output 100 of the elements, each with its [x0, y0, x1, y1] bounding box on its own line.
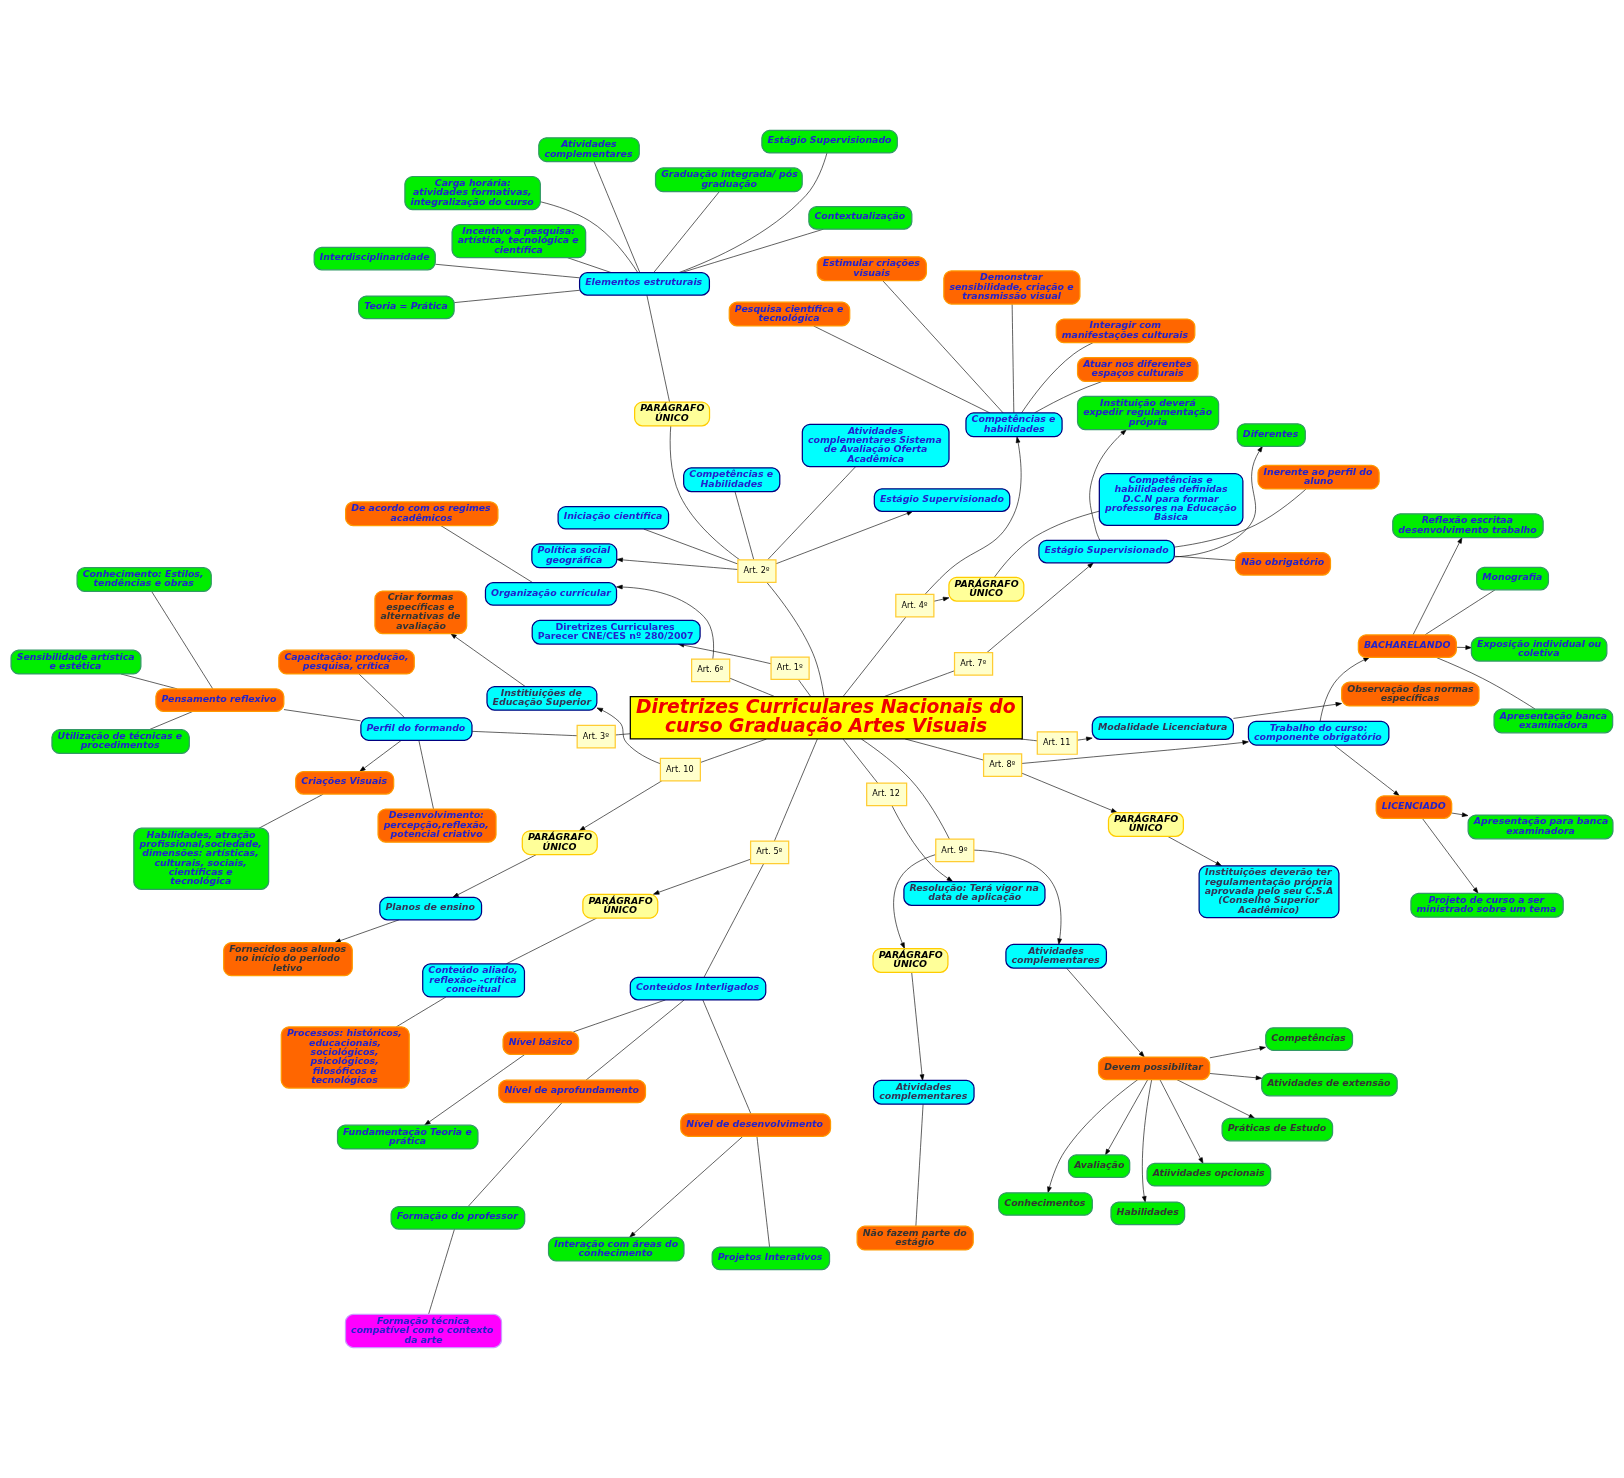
connector: [1020, 738, 1038, 742]
node-box: Nível de aprofundamento: [498, 1079, 647, 1104]
connector: [614, 733, 631, 736]
arrow: [1077, 736, 1093, 742]
node-box: Utilização de técnicas e procedimentos: [51, 729, 190, 755]
node-box: Devem possibilitar: [1097, 1056, 1211, 1081]
node-box: Iniciação científica: [557, 505, 670, 530]
node-box: Competências e habilidades: [965, 412, 1063, 438]
arrow: [1456, 645, 1472, 650]
node-box: Interação com áreas do conhecimento: [547, 1236, 685, 1262]
node-box: PARÁGRAFO ÚNICO: [948, 576, 1025, 602]
node-box: PARÁGRAFO ÚNICO: [1107, 812, 1184, 837]
connector: [766, 582, 825, 697]
node-box: Conhecimento: Estilos, tendências e obras: [76, 567, 212, 593]
node-box: Processos: históricos, educacionais, sociológicos, psicológicos, filosóficos e tecnológicos: [280, 1026, 410, 1089]
node-box: Diretrizes Curriculares Nacionais do curso Graduação Artes Visuais: [629, 695, 1023, 740]
node-box: Estágio Supervisionado: [1038, 539, 1175, 564]
node-box: Trabalho do curso: componente obrigatório: [1247, 720, 1390, 746]
node-box: De acordo com os regimes acadêmicos: [345, 501, 499, 527]
node-box: Competências e Habilidades: [683, 467, 781, 493]
node-box: Atuar nos diferentes espaços culturais: [1076, 357, 1199, 383]
node-box: Apresentação para banca examinadora: [1467, 814, 1614, 840]
node-box: Carga horária: atividades formativas, integralização do curso: [404, 175, 541, 211]
node-box: Competências e habilidades definidas D.C.N para formar professores na Educação Básica: [1098, 472, 1244, 526]
arrow: [973, 849, 1062, 945]
arrow: [1209, 1073, 1263, 1081]
connector: [1174, 555, 1236, 561]
node-box: Nível de desenvolvimento: [680, 1113, 832, 1137]
node-box: Organização curricular: [484, 582, 618, 606]
connector: [798, 679, 812, 697]
node-box: Teoria = Prática: [358, 295, 455, 320]
node-box: Pesquisa científica e tecnológica: [728, 301, 851, 327]
node-box: Pensamento reflexivo: [155, 688, 285, 712]
connector: [861, 738, 950, 840]
node-box: Interagir com manifestações culturais: [1055, 318, 1196, 344]
arrow: [891, 805, 953, 882]
node-box: Atividades complementares: [538, 137, 640, 163]
node-box: PARÁGRAFO ÚNICO: [872, 947, 949, 973]
arrow: [1021, 772, 1118, 813]
node-box: Interdisciplinaridade: [313, 246, 436, 271]
connector: [774, 738, 818, 842]
arrow: [1142, 1079, 1152, 1203]
node-box: LICENCIADO: [1375, 795, 1453, 819]
node-box: Conhecimentos: [998, 1192, 1093, 1216]
node-box: Estágio Supervisionado: [761, 129, 898, 154]
arrow: [893, 854, 936, 949]
node-box: Demonstrar sensibilidade, criação e transmissão visual: [943, 270, 1081, 305]
node-box: Atiividades opcionais: [1146, 1162, 1272, 1187]
node-box: BACHARELANDO: [1357, 634, 1457, 658]
node-box: Práticas de Estudo: [1221, 1117, 1334, 1142]
node-box: Art. 6º: [691, 658, 731, 683]
node-box: Art. 3º: [576, 724, 616, 749]
node-box: Atividades complementares Sistema de Avaliação Oferta Acadêmica: [801, 423, 950, 468]
node-box: Diferentes: [1236, 423, 1306, 447]
node-box: Formação do professor: [390, 1205, 526, 1230]
node-box: Criar formas específicas e alternativas de avaliação: [374, 590, 468, 635]
node-box: Não fazem parte do estágio: [856, 1225, 974, 1251]
node-box: Elementos estruturais: [578, 272, 711, 296]
arrow: [1422, 818, 1479, 894]
node-box: Instituições deverão ter regulamentação própria aprovada pelo seu C.S.A (Conselho Superior Acadêmico): [1198, 865, 1340, 919]
node-box: Sensibilidade artística e estética: [10, 649, 142, 675]
node-box: Fornecidos aos alunos no início do período letivo: [223, 941, 353, 977]
arrow: [616, 584, 714, 660]
node-box: Contextualização: [808, 206, 913, 230]
node-box: Estágio Supervisionado: [873, 488, 1011, 512]
node-box: PARÁGRAFO ÚNICO: [634, 401, 711, 427]
node-box: Reflexão escritaa desenvolvimento trabalho: [1392, 513, 1544, 539]
node-box: Art. 11: [1036, 731, 1078, 755]
arrow: [911, 972, 925, 1081]
arrow: [579, 780, 663, 832]
node-box: Habilidades, atração profissional,sociedade, dimensões: artísticas, culturais, sociais, científicas e tecnológica: [133, 827, 270, 890]
arrow: [986, 562, 1094, 653]
node-box: Planos de ensino: [379, 896, 483, 921]
node-box: Estimular criações visuais: [816, 256, 928, 282]
arrow: [1021, 740, 1249, 764]
node-box: Desenvolvimento: percepção,reflexão, potencial criativo: [377, 808, 497, 843]
node-box: Incentivo a pesquisa: artística, tecnológica e científica: [451, 223, 587, 259]
arrow: [933, 596, 950, 602]
node-box: Inerente ao perfil do aluno: [1257, 464, 1380, 490]
arrow: [1319, 657, 1370, 722]
arrow: [1105, 1079, 1148, 1156]
node-box: Modalidade Licenciatura: [1091, 716, 1234, 740]
arrow: [596, 707, 661, 765]
arrow: [1209, 1046, 1266, 1059]
node-box: Art. 4º: [895, 593, 935, 618]
node-box: Art. 1º: [770, 656, 810, 681]
arrow: [1233, 702, 1342, 719]
node-box: Art. 7º: [953, 651, 994, 676]
arrow: [616, 557, 739, 570]
node-box: Habilidades: [1110, 1201, 1186, 1226]
node-box: Art. 10: [659, 757, 701, 782]
connector: [842, 738, 879, 784]
node-box: Instituição deverá expedir regulamentação própria: [1076, 395, 1220, 431]
node-box: Art. 2º: [737, 559, 777, 583]
node-box: Formação técnica compatível com o contexto da arte: [344, 1313, 503, 1349]
node-box: Conteúdo aliado, reflexão- -crítica conceitual: [422, 963, 526, 998]
node-box: Criações Visuais: [295, 770, 395, 795]
node-box: PARÁGRAFO ÚNICO: [582, 893, 659, 919]
arrow: [1451, 812, 1469, 817]
node-box: PARÁGRAFO ÚNICO: [521, 830, 598, 856]
